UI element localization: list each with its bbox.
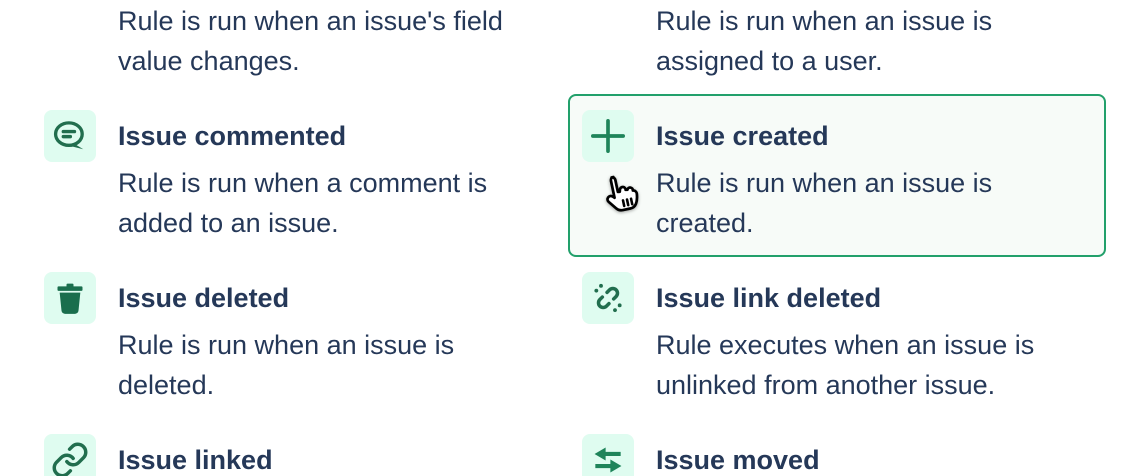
- plus-icon: [582, 110, 634, 162]
- trigger-description: Rule is run when an issue is created.: [656, 163, 1104, 243]
- trigger-title: Issue moved: [656, 444, 820, 475]
- trigger-card-issue-moved[interactable]: Issue moved: [568, 418, 1106, 476]
- trigger-description-line: Rule is run when an issue is: [656, 168, 993, 198]
- trigger-description: Rule executes when an issue is unlinked …: [656, 325, 1106, 405]
- trigger-description-line: Rule executes when an issue is: [656, 330, 1035, 360]
- trigger-card-issue-commented[interactable]: Issue commented Rule is run when a comme…: [30, 94, 568, 243]
- trigger-card-header: Issue commented: [44, 110, 568, 162]
- trigger-title: Issue deleted: [118, 282, 290, 313]
- trigger-description-line: deleted.: [118, 370, 215, 400]
- trigger-card-header: Issue linked: [44, 434, 568, 476]
- trash-icon: [44, 272, 96, 324]
- trigger-description: Rule is run when an issue is deleted.: [118, 325, 568, 405]
- trigger-description-line: Rule is run when an issue is: [118, 330, 455, 360]
- trigger-card-header: Issue created: [582, 110, 1104, 162]
- trigger-card-header: Issue moved: [582, 434, 1106, 476]
- trigger-card-header: Issue deleted: [44, 272, 568, 324]
- trigger-description-line: added to an issue.: [118, 208, 339, 238]
- trigger-description-line: unlinked from another issue.: [656, 370, 996, 400]
- trigger-title: Issue created: [656, 120, 829, 151]
- broken-link-icon: [582, 272, 634, 324]
- trigger-card-issue-linked[interactable]: Issue linked: [30, 418, 568, 476]
- trigger-title: Issue commented: [118, 120, 347, 151]
- trigger-description-line: Rule is run when a comment is: [118, 168, 488, 198]
- trigger-title: Issue linked: [118, 444, 273, 475]
- trigger-description: Rule is run when a comment is added to a…: [118, 163, 568, 243]
- trigger-description-line: Rule is run when an issue's field: [118, 6, 503, 36]
- trigger-description-line: value changes.: [118, 46, 300, 76]
- trigger-description-line: created.: [656, 208, 754, 238]
- trigger-card-field-value-changed-partial[interactable]: Rule is run when an issue's field value …: [118, 1, 503, 81]
- trigger-description-line: Rule is run when an issue is: [656, 6, 993, 36]
- trigger-card-issue-created[interactable]: Issue created Rule is run when an issue …: [568, 94, 1106, 257]
- link-icon: [44, 434, 96, 476]
- trigger-card-issue-link-deleted[interactable]: Issue link deleted Rule executes when an…: [568, 256, 1106, 405]
- trigger-description-line: assigned to a user.: [656, 46, 883, 76]
- trigger-card-header: Issue link deleted: [582, 272, 1106, 324]
- transfer-arrows-icon: [582, 434, 634, 476]
- trigger-card-issue-assigned-partial[interactable]: Rule is run when an issue is assigned to…: [656, 1, 992, 81]
- comment-icon: [44, 110, 96, 162]
- trigger-title: Issue link deleted: [656, 282, 882, 313]
- trigger-card-issue-deleted[interactable]: Issue deleted Rule is run when an issue …: [30, 256, 568, 405]
